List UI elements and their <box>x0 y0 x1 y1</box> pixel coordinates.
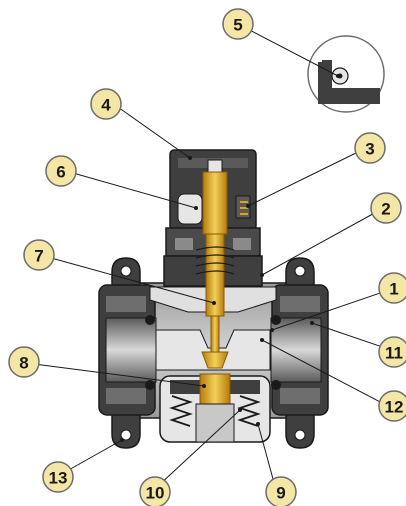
callout-bubbles <box>8 8 406 506</box>
leader-4 <box>114 104 191 159</box>
callout-4: 4 <box>101 96 111 115</box>
mounting-lug-bottom-left <box>111 409 141 449</box>
leader-8 <box>33 363 205 387</box>
leader-1 <box>271 290 387 331</box>
callout-1: 1 <box>389 280 398 299</box>
mounting-lug-bottom-right <box>285 409 315 449</box>
right-port <box>270 284 329 416</box>
callout-5: 5 <box>233 16 242 35</box>
callout-10: 10 <box>146 484 165 503</box>
callout-11: 11 <box>385 344 403 363</box>
callout-13: 13 <box>49 469 68 488</box>
leader-10 <box>157 409 241 487</box>
o-rings <box>145 315 281 390</box>
spring-housing <box>159 373 271 443</box>
callout-8: 8 <box>19 354 28 373</box>
leader-6 <box>65 170 197 209</box>
leader-5 <box>237 23 339 77</box>
left-port <box>98 284 157 416</box>
callout-2: 2 <box>381 200 390 219</box>
leader-2 <box>261 209 381 276</box>
detail-inset <box>307 35 385 113</box>
callout-6: 6 <box>56 163 65 182</box>
callout-7: 7 <box>34 247 43 266</box>
leader-7 <box>43 255 215 304</box>
callout-12: 12 <box>385 398 404 417</box>
callout-9: 9 <box>276 484 285 503</box>
brass-stem <box>195 159 235 369</box>
adjust-knob <box>177 193 203 225</box>
leader-3 <box>247 149 363 207</box>
leader-dots <box>120 74 340 442</box>
callout-labels: 1 2 3 4 5 6 7 8 9 10 11 12 13 <box>19 16 403 503</box>
leader-12 <box>261 339 385 405</box>
callout-3: 3 <box>365 140 374 159</box>
